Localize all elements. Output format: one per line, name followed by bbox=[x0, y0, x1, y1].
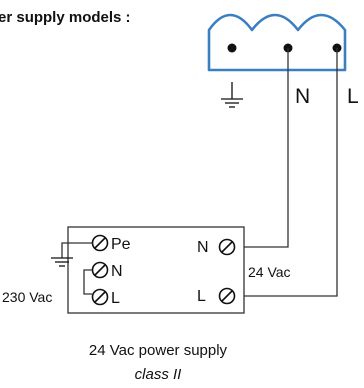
terminal-label-pe: Pe bbox=[111, 236, 131, 253]
earth-ground-icon bbox=[221, 82, 243, 108]
terminal-l-out bbox=[218, 287, 236, 305]
terminal-label-n-out: N bbox=[197, 239, 209, 256]
supply-caption: 24 Vac power supply bbox=[89, 342, 228, 359]
terminal-label-l-in: L bbox=[111, 290, 120, 307]
connector-label-line: L bbox=[347, 85, 359, 108]
terminal-label-l-out: L bbox=[197, 288, 206, 305]
connector-pin-ground bbox=[227, 43, 237, 53]
input-voltage-label: 230 Vac bbox=[2, 289, 52, 305]
terminal-label-n-in: N bbox=[111, 263, 123, 280]
terminal-n-in bbox=[91, 261, 109, 279]
wire-line bbox=[235, 48, 338, 297]
connector-body bbox=[207, 13, 347, 72]
mains-ground-icon bbox=[51, 257, 73, 267]
wire-mains bbox=[83, 269, 92, 295]
terminal-n-out bbox=[218, 238, 236, 256]
terminal-connector bbox=[207, 13, 347, 72]
connector-label-neutral: N bbox=[295, 85, 310, 108]
wire-neutral bbox=[235, 48, 289, 248]
supply-class: class II bbox=[135, 366, 182, 383]
terminal-pe bbox=[91, 234, 109, 252]
terminal-l-in bbox=[91, 288, 109, 306]
diagram-heading: er supply models : bbox=[0, 9, 131, 26]
wire-pe bbox=[61, 242, 92, 258]
output-voltage-label: 24 Vac bbox=[248, 264, 291, 280]
